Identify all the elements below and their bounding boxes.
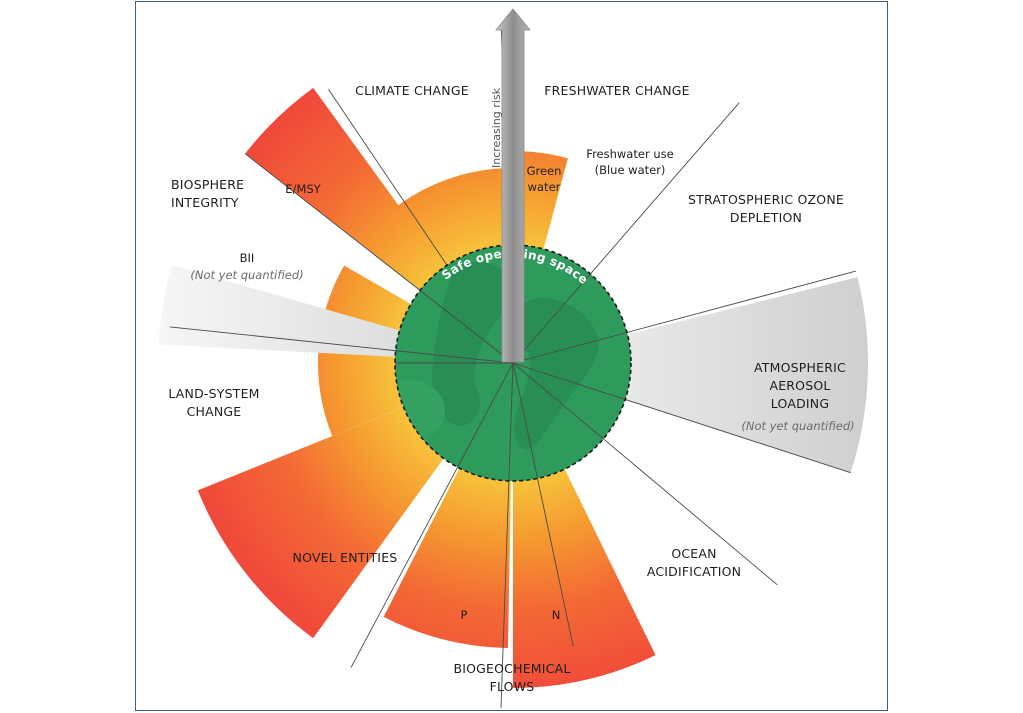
aerosol-label-3: LOADING <box>771 396 829 411</box>
biosphere-integrity-label-2: INTEGRITY <box>171 195 239 210</box>
safe-operating-space: Safe operating space <box>169 28 857 708</box>
freshwater-change-label: FRESHWATER CHANGE <box>544 83 690 98</box>
aerosol-label-1: ATMOSPHERIC <box>754 360 846 375</box>
green-water-label-1: Green <box>527 164 562 178</box>
divider-line-6 <box>512 362 574 647</box>
category-labels: CLIMATE CHANGE FRESHWATER CHANGE BIOSPHE… <box>168 83 846 694</box>
ocean-acidification-label-1: OCEAN <box>671 546 716 561</box>
divider-line-11 <box>244 153 514 364</box>
biogeochemical-flows-label-2: FLOWS <box>490 679 535 694</box>
bii-not-quantified: (Not yet quantified) <box>190 268 303 282</box>
divider-line-7 <box>500 362 514 708</box>
figure-frame <box>135 1 888 711</box>
up-arrow-icon <box>495 8 531 363</box>
divider-line-8 <box>350 362 514 668</box>
land-system-label-2: CHANGE <box>187 404 242 419</box>
phosphorus-label: P <box>461 608 468 622</box>
aerosol-not-quantified-wedge <box>513 277 869 473</box>
climate-change-label: CLIMATE CHANGE <box>355 83 469 98</box>
sub-labels: E/MSY BII (Not yet quantified) (Not yet … <box>190 147 854 622</box>
ocean-acidification-label-2: ACIDIFICATION <box>647 564 741 579</box>
land-system-label-1: LAND-SYSTEM <box>168 386 259 401</box>
biosphere-integrity-label-1: BIOSPHERE <box>171 177 244 192</box>
green-water-label-2: water <box>528 180 561 194</box>
divider-line-0 <box>328 89 448 266</box>
aerosol-label-2: AEROSOL <box>769 378 830 393</box>
bii-label: BII <box>240 251 255 265</box>
blue-water-label-2: (Blue water) <box>595 163 666 177</box>
divider-line-9 <box>169 326 514 364</box>
biogeochemical-flows-label-1: BIOGEOCHEMICAL <box>453 661 570 676</box>
emsy-label: E/MSY <box>285 182 321 196</box>
stratospheric-ozone-label-2: DEPLETION <box>730 210 802 225</box>
novel-entities-label: NOVEL ENTITIES <box>293 550 398 565</box>
increasing-risk-label: Increasing risk <box>490 87 503 168</box>
nitrogen-label: N <box>552 608 561 622</box>
divider-line-4 <box>512 362 851 474</box>
blue-water-label-1: Freshwater use <box>586 147 673 161</box>
increasing-risk-arrow: Increasing risk <box>490 8 531 363</box>
stratospheric-ozone-label-1: STRATOSPHERIC OZONE <box>688 192 844 207</box>
aerosol-not-quantified: (Not yet quantified) <box>741 419 854 433</box>
divider-line-5 <box>512 362 778 586</box>
divider-line-3 <box>512 270 857 364</box>
divider-line-2 <box>512 102 740 364</box>
